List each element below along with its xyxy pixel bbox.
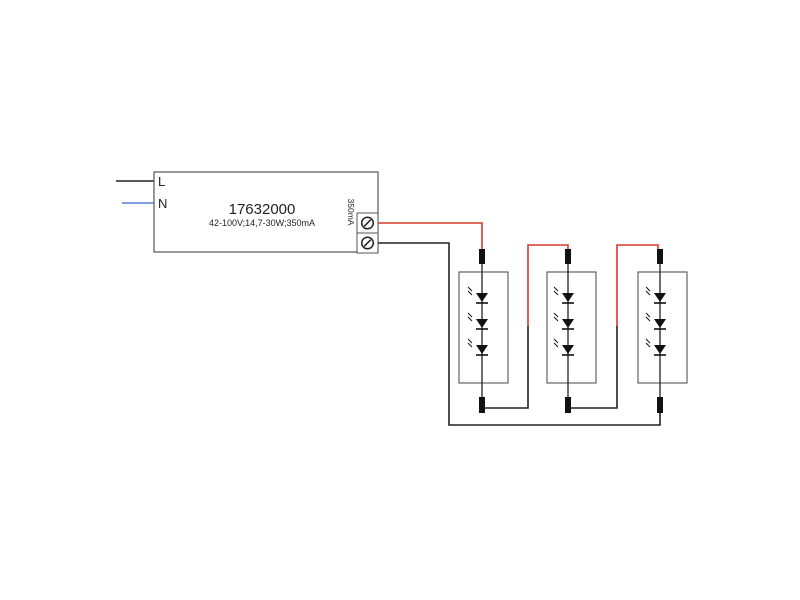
module-positive-connector [657, 249, 663, 264]
led-diode-icon [553, 286, 574, 304]
led-module-board [637, 271, 688, 384]
led-module-3 [637, 249, 688, 413]
module-negative-connector [565, 397, 571, 413]
driver-body [153, 171, 379, 253]
led-diode-icon [553, 312, 574, 330]
led-modules [458, 249, 688, 413]
led-module-1 [458, 249, 509, 413]
driver-model-number: 17632000 [229, 201, 296, 218]
driver-spec-text: 42-100V;14,7-30W;350mA [209, 218, 315, 228]
led-diode-icon [467, 338, 488, 356]
led-module-board [546, 271, 597, 384]
line-terminal-label: L [158, 174, 165, 189]
output-current-label: 350mA [346, 199, 356, 226]
led-diode-icon [553, 338, 574, 356]
module-positive-connector [479, 249, 485, 264]
negative-return-wire [378, 242, 661, 426]
negative-terminal-screw-icon [360, 236, 375, 250]
positive-terminal-screw-icon [360, 216, 375, 230]
led-diode-icon [645, 286, 666, 304]
led-diode-icon [645, 312, 666, 330]
led-module-board [458, 271, 509, 384]
module-negative-connector [479, 397, 485, 413]
positive-output-wire [378, 222, 483, 252]
led-driver: L N 17632000 42-100V;14,7-30W;350mA 350m… [153, 171, 379, 254]
led-diode-icon [467, 286, 488, 304]
series-link-1-2-positive [527, 244, 569, 326]
led-module-2 [546, 249, 597, 413]
led-diode-icon [645, 338, 666, 356]
led-diode-icon [467, 312, 488, 330]
neutral-terminal-label: N [158, 196, 167, 211]
series-link-2-3-positive [616, 244, 659, 326]
module-positive-connector [565, 249, 571, 264]
module-negative-connector [657, 397, 663, 413]
